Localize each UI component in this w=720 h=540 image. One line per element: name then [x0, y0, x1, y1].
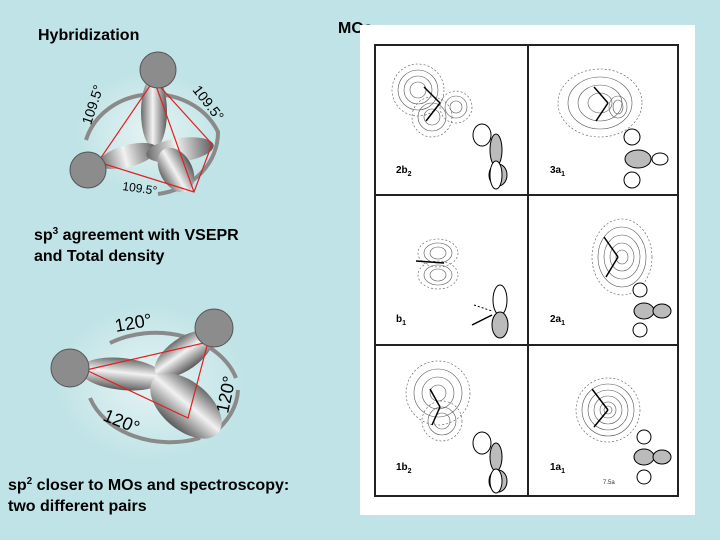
mo-label-2b2-base: 2b: [396, 165, 408, 176]
sp2-caption-prefix: sp: [8, 477, 27, 494]
mo-label-3a1-sub: 1: [561, 171, 566, 178]
mo-contour-3a1: [557, 68, 643, 138]
mo-label-b1-sub: 1: [402, 320, 407, 327]
mo-label-1a1-sub: 1: [561, 468, 566, 475]
mo-contour-1b2: [405, 360, 471, 442]
mo-label-1a1-base: 1a: [550, 462, 562, 473]
mo-label-2b2-sub: 2: [407, 171, 412, 178]
sp3-lobes: [98, 76, 214, 193]
mo-lobes-2a1: [632, 282, 672, 338]
mo-contour-b1: [415, 238, 459, 290]
sp2-lobe-upper-right: [154, 330, 214, 378]
mo-label-3a1-base: 3a: [550, 165, 562, 176]
sp3-lobe-front: [157, 147, 195, 193]
sp2-caption-sup: 2: [26, 476, 33, 487]
mo-grid-border: [374, 44, 679, 497]
sp2-caption-rest: closer to MOs and spectroscopy:: [32, 477, 290, 494]
mo-lobes-3a1: [623, 128, 669, 189]
sp2-lobe-lower-right: [150, 373, 222, 439]
sp2-lobes: [80, 330, 222, 439]
sp3-caption-line2: and Total density: [34, 248, 165, 265]
sp2-triangle: [84, 341, 209, 419]
sp3-edge: [153, 79, 195, 193]
mo-label-b1: b1: [396, 314, 406, 327]
sp3-caption-sup: 3: [52, 226, 59, 237]
mo-label-3a1: 3a1: [550, 165, 565, 178]
sp2-caption-line2: two different pairs: [8, 498, 147, 515]
sp3-diagram: 109.5° 109.5° 109.5°: [69, 51, 227, 198]
mo-label-1a1: 1a1: [550, 462, 565, 475]
sp2-h-atom-left: [50, 348, 90, 388]
mo-contour-1a1: [575, 377, 641, 443]
mo-label-2a1-sub: 1: [561, 320, 566, 327]
mo-contour-panel: 2b2 3a1 b1 2a1 1b2 1a1 7.5a: [360, 25, 695, 515]
sp2-h-atom-right: [194, 308, 234, 348]
sp3-angle-arc: [84, 92, 221, 196]
mo-label-1b2-sub: 2: [407, 468, 412, 475]
sp3-angle-label-bottom: 109.5°: [122, 179, 159, 198]
mo-label-2b2: 2b2: [396, 165, 412, 178]
sp3-caption-prefix: sp: [34, 227, 53, 244]
mo-lobes-1a1: [633, 429, 672, 485]
mo-label-1b2-base: 1b: [396, 462, 408, 473]
sp3-lobe-left: [98, 142, 158, 170]
mo-lobes-2b2: [472, 123, 508, 190]
mo-label-b1-base: b: [396, 314, 403, 325]
sp3-h-atom-left: [69, 151, 107, 189]
sp3-h-atom-top: [139, 51, 177, 89]
mo-lobes-1b2: [472, 431, 508, 494]
mo-grid: [374, 44, 679, 497]
mo-contour-2a1: [591, 218, 653, 296]
hybridization-title: Hybridization: [38, 27, 140, 44]
mo-lobes-b1: [471, 284, 509, 339]
sp2-diagram: 120° 120° 120°: [50, 303, 248, 463]
mo-label-2a1: 2a1: [550, 314, 565, 327]
mo-label-1b2: 1b2: [396, 462, 412, 475]
sp2-lobe-left: [80, 357, 164, 391]
sp2-caption: sp2 closer to MOs and spectroscopy: two …: [8, 475, 289, 517]
sp3-caption: sp3 agreement with VSEPR and Total densi…: [34, 225, 239, 267]
figure-number: 7.5a: [603, 480, 615, 486]
sp3-caption-rest: agreement with VSEPR: [58, 227, 239, 244]
sp2-arc-bottom: [88, 397, 201, 445]
mo-label-2a1-base: 2a: [550, 314, 562, 325]
mo-contour-2b2: [391, 63, 473, 138]
sp3-lobe-up: [141, 76, 167, 148]
